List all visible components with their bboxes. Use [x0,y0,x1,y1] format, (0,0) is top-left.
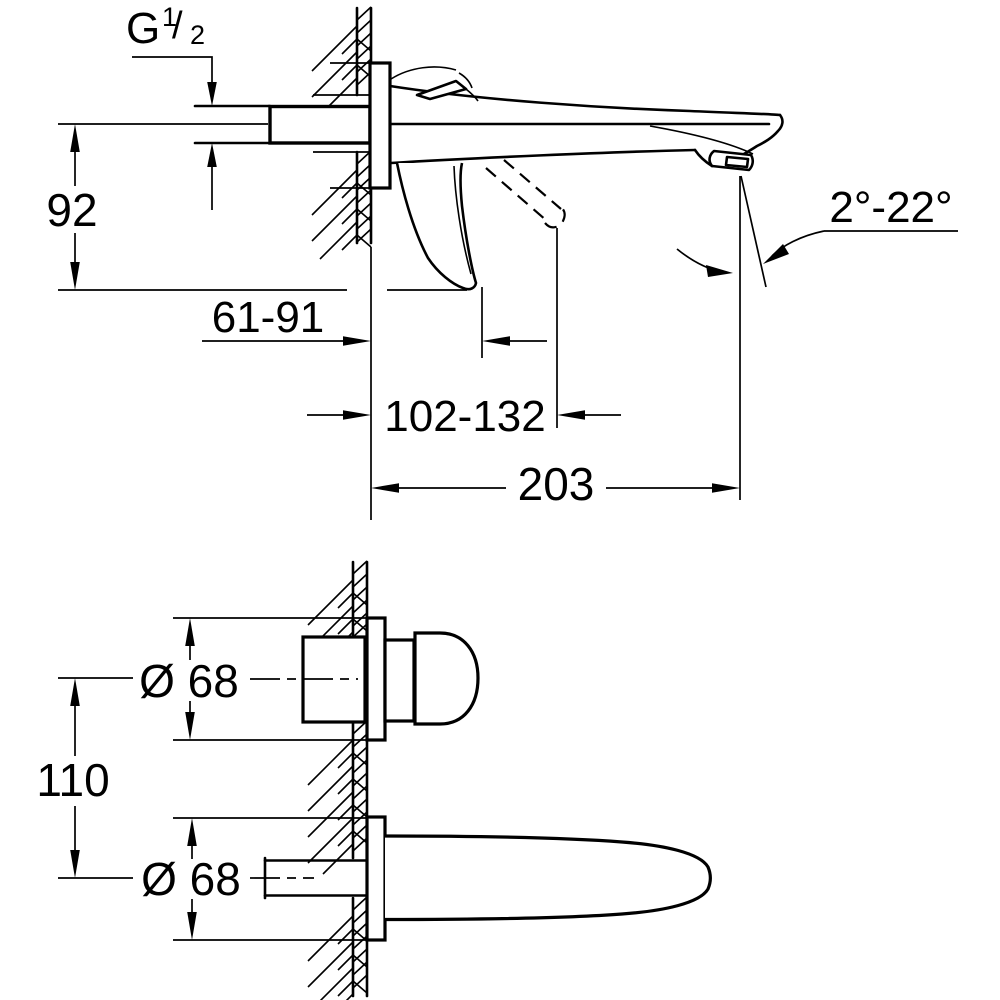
angle-limit-line [740,175,767,288]
lever-open-tip-dashed [544,206,566,229]
arrowhead-down [70,262,80,290]
thread-leader-line [132,56,213,83]
dimension-dia-68-spout: Ø 68 [141,818,241,940]
aerator-outlet [724,155,750,169]
spout-unit-front [250,815,712,942]
lever-motion-arc-small [458,72,473,89]
lever-pivot-line [465,88,479,102]
spout-underside-curve [693,148,714,168]
wall-section-side [311,6,373,260]
arrowhead-right [706,265,733,277]
arrowhead-right [343,336,371,346]
dimension-spout-angle: 2°-22° [676,175,958,288]
spout-tip-cap [742,113,784,156]
arrowhead-up [70,124,80,152]
arrowhead-up [187,818,197,846]
dim-102-132-label: 102-132 [384,392,545,441]
dimension-102-132: 102-132 [307,392,621,441]
dimension-110: 110 [36,677,133,879]
arrowhead-right [343,410,371,420]
arrowhead-up [70,678,80,706]
arrowhead-left [557,410,585,420]
side-view: G 1 / 2 92 61-91 [46,2,958,520]
handle-unit-front [250,616,480,742]
union-coupling [268,104,372,145]
lever-open-dashed [485,167,548,222]
arrowhead-down [187,912,197,940]
arrowhead-right [712,483,740,493]
thread-size-label: G [126,4,160,53]
handle-knob [413,631,480,726]
arrowhead-down [70,850,80,878]
wall-section-front [307,560,369,1000]
spout-bottom-edge [389,148,697,165]
dim-110-label: 110 [36,754,109,806]
dim-dia68-spout-label: Ø 68 [141,853,241,905]
arrowhead-down [207,82,217,106]
escutcheon-spout [365,815,387,942]
dim-61-91-label: 61-91 [212,293,325,342]
dimension-height-92: 92 [46,124,467,291]
lever-closed-outline [395,162,478,291]
wall-hatch [307,560,368,1000]
escutcheon-side [368,61,392,190]
arrowhead-left [371,483,399,493]
thread-size-denominator: 2 [190,20,205,50]
dim-92-label: 92 [46,184,97,236]
arrowhead-up [207,143,217,167]
dimension-thread-size: G 1 / 2 [126,2,217,210]
dim-203-label: 203 [518,458,595,510]
arrowhead-down-left [763,244,789,264]
escutcheon-handle [365,616,387,742]
spout-chin-arc [649,125,754,155]
dimension-dia-68-handle: Ø 68 [139,618,239,740]
lever-motion-arc [390,66,457,80]
dimension-61-91: 61-91 [202,293,547,346]
front-view: Ø 68 110 Ø 68 [36,560,712,1000]
arrowhead-up [185,618,195,646]
arrowhead-down [185,712,195,740]
dim-angle-label: 2°-22° [829,183,952,232]
lever-handle [390,66,566,291]
handle-neck [383,638,416,723]
arrowhead-left [482,336,510,346]
dim-dia68-handle-label: Ø 68 [139,655,239,707]
inlet-connection [58,104,372,145]
spout-side [388,84,784,172]
lever-open-dashed [503,159,562,210]
lever-inner-line [453,165,472,275]
spout-front-outline [384,834,712,922]
dimension-203: 203 [371,458,740,510]
thread-size-numerator: 1 [162,2,177,32]
spout-top-edge [388,84,782,117]
thread-size-slash: / [172,5,183,47]
